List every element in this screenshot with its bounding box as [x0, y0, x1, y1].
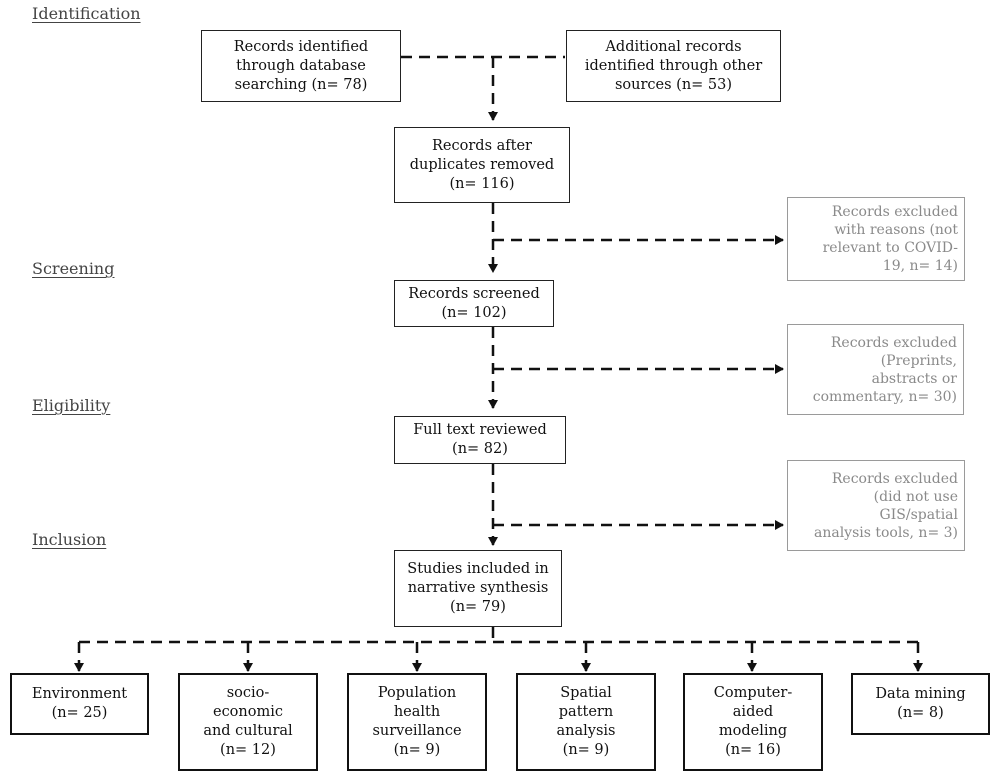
studies-included-text: Studies included in narrative synthesis …: [407, 561, 549, 615]
database-records-box: Records identified through database sear…: [201, 30, 401, 102]
excluded-box-2: Records excluded (Preprints, abstracts o…: [787, 324, 964, 415]
records-screened-text: Records screened (n= 102): [408, 285, 540, 321]
category-text-population-health: Population health surveillance (n= 9): [372, 685, 462, 758]
category-text-socio-economic: socio- economic and cultural (n= 12): [203, 685, 293, 758]
other-sources-box: Additional records identified through ot…: [566, 30, 781, 102]
category-bus-line: [79, 627, 918, 644]
category-text-spatial-pattern: Spatial pattern analysis (n= 9): [556, 685, 616, 758]
fulltext-reviewed-box: Full text reviewed (n= 82): [394, 416, 566, 464]
excluded-text-1: Records excluded with reasons (not relev…: [822, 204, 958, 274]
category-text-data-mining: Data mining (n= 8): [875, 686, 966, 721]
category-text-environment: Environment (n= 25): [31, 686, 128, 721]
other-sources-text: Additional records identified through ot…: [584, 38, 763, 93]
excluded-box-1: Records excluded with reasons (not relev…: [787, 197, 965, 281]
category-box-environment: Environment (n= 25): [10, 673, 149, 735]
category-text-computer-aided: Computer- aided modeling (n= 16): [713, 685, 793, 758]
duplicates-removed-box: Records after duplicates removed (n= 116…: [394, 127, 570, 203]
phase-label-screening: Screening: [32, 259, 115, 278]
category-box-data-mining: Data mining (n= 8): [851, 673, 990, 735]
excluded-box-3: Records excluded (did not use GIS/spatia…: [787, 460, 965, 551]
excluded-text-3: Records excluded (did not use GIS/spatia…: [813, 470, 958, 541]
phase-label-eligibility: Eligibility: [32, 396, 111, 415]
category-box-socio-economic: socio- economic and cultural (n= 12): [178, 673, 318, 771]
phase-label-inclusion: Inclusion: [32, 530, 107, 549]
category-box-population-health: Population health surveillance (n= 9): [347, 673, 487, 771]
fulltext-reviewed-text: Full text reviewed (n= 82): [413, 422, 547, 457]
duplicates-removed-text: Records after duplicates removed (n= 116…: [409, 137, 555, 192]
category-box-spatial-pattern: Spatial pattern analysis (n= 9): [516, 673, 656, 771]
excluded-text-2: Records excluded (Preprints, abstracts o…: [812, 334, 957, 405]
records-screened-box: Records screened (n= 102): [394, 280, 554, 327]
database-records-text: Records identified through database sear…: [233, 38, 369, 93]
category-box-computer-aided: Computer- aided modeling (n= 16): [683, 673, 823, 771]
studies-included-box: Studies included in narrative synthesis …: [394, 550, 562, 627]
phase-label-identification: Identification: [32, 4, 141, 23]
